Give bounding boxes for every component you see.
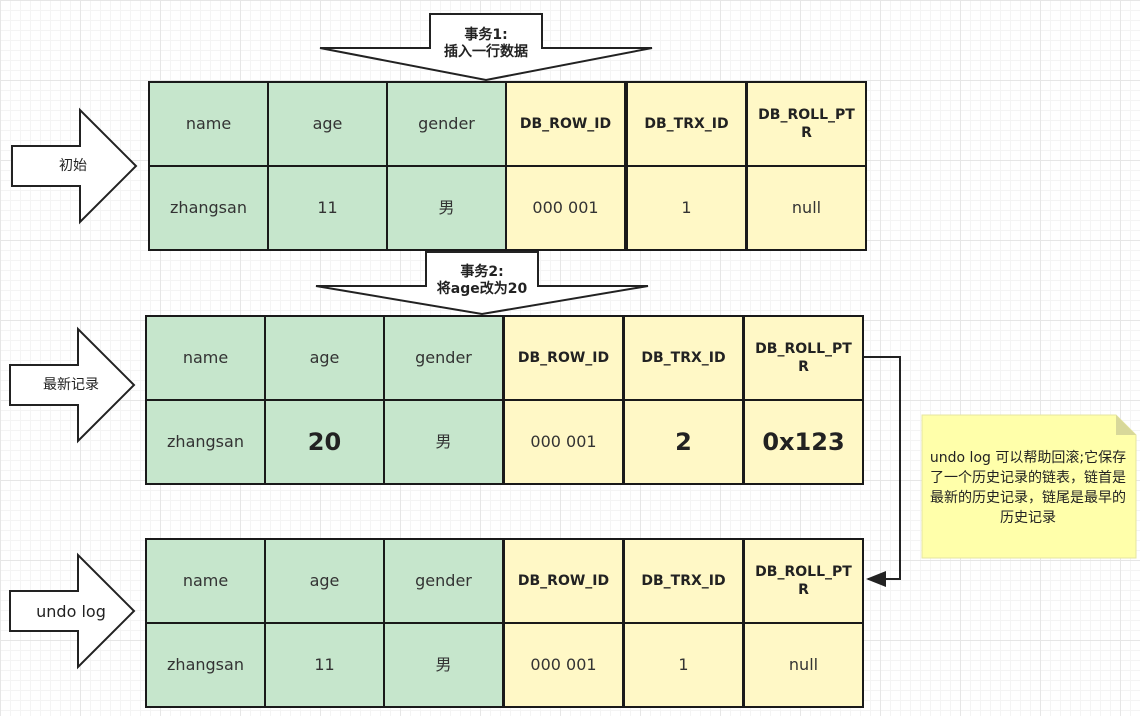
value-db-trx-id: 1: [626, 165, 747, 251]
transaction1-title: 事务1:: [464, 27, 508, 43]
latest-label: 最新记录: [43, 376, 99, 393]
header-db-trx-id: DB_TRX_ID: [623, 538, 744, 624]
value-db-trx-id: 2: [623, 399, 744, 485]
value-db-roll-ptr: null: [746, 165, 867, 251]
value-gender: 男: [383, 622, 504, 708]
transaction1-desc: 插入一行数据: [444, 44, 528, 60]
roll-ptr-connector: [864, 356, 901, 587]
value-name: zhangsan: [145, 622, 266, 708]
value-gender: 男: [383, 399, 504, 485]
header-db-roll-ptr: DB_ROLL_PTR: [743, 315, 864, 401]
header-db-trx-id: DB_TRX_ID: [623, 315, 744, 401]
header-name: name: [148, 81, 269, 167]
initial-arrow-shape: [11, 107, 138, 225]
header-db-roll-ptr: DB_ROLL_PTR: [743, 538, 864, 624]
transaction1-label: 事务1: 插入一行数据: [420, 24, 552, 64]
header-age: age: [267, 81, 388, 167]
header-db-roll-ptr: DB_ROLL_PTR: [746, 81, 867, 167]
header-db-row-id: DB_ROW_ID: [503, 538, 624, 624]
note-fold: [1116, 415, 1136, 435]
initial-label: 初始: [59, 157, 87, 174]
header-gender: gender: [383, 538, 504, 624]
value-name: zhangsan: [145, 399, 266, 485]
value-gender: 男: [386, 165, 507, 251]
header-age: age: [264, 538, 385, 624]
value-db-roll-ptr: 0x123: [743, 399, 864, 485]
value-age: 20: [264, 399, 385, 485]
value-db-trx-id: 1: [623, 622, 744, 708]
header-name: name: [145, 538, 266, 624]
undo-arrow-shape: [9, 552, 136, 670]
note-shape: [921, 414, 1137, 559]
value-age: 11: [264, 622, 385, 708]
header-age: age: [264, 315, 385, 401]
transaction2-arrow-shape: [315, 251, 649, 316]
value-db-roll-ptr: null: [743, 622, 864, 708]
transaction2-desc: 将age改为20: [436, 281, 528, 297]
value-db-row-id: 000 001: [503, 399, 624, 485]
header-db-trx-id: DB_TRX_ID: [626, 81, 747, 167]
transaction2-title: 事务2:: [460, 264, 504, 280]
header-gender: gender: [383, 315, 504, 401]
value-db-row-id: 000 001: [503, 622, 624, 708]
header-gender: gender: [386, 81, 507, 167]
header-db-row-id: DB_ROW_ID: [503, 315, 624, 401]
value-age: 11: [267, 165, 388, 251]
header-name: name: [145, 315, 266, 401]
transaction2-label: 事务2: 将age改为20: [416, 261, 548, 301]
transaction1-arrow-shape: [319, 13, 653, 82]
value-db-row-id: 000 001: [505, 165, 626, 251]
latest-arrow-shape: [9, 326, 136, 444]
header-db-row-id: DB_ROW_ID: [505, 81, 626, 167]
value-name: zhangsan: [148, 165, 269, 251]
undo-log-note: undo log 可以帮助回滚;它保存了一个历史记录的链表，链首是最新的历史记录…: [929, 450, 1127, 526]
undo-label: undo log: [36, 601, 106, 621]
